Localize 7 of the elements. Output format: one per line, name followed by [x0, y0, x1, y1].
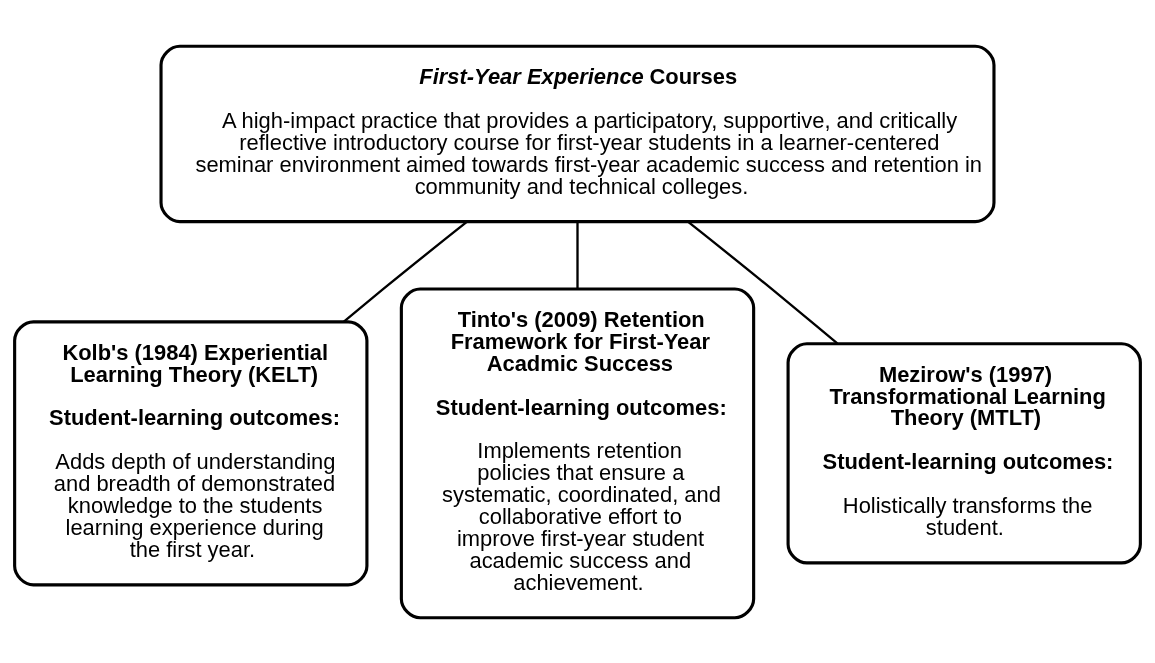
node-box: Tinto's (2009) Retention Framework for First-Year Acadmic Success Student-learning outcomes: Implements retention policies that ensure a systematic, coordinated, and collaborative effort to improve first-year student academic success and achievement.: [399, 286, 756, 619]
connector: [687, 220, 839, 344]
connector: [576, 221, 579, 289]
connector: [343, 220, 468, 322]
node-box: Kolb's (1984) Experiential Learning Theory (KELT) Student-learning outcomes: Adds depth of understanding and breadth of demonstrated knowledge to the students learning experience during the first year.: [13, 319, 369, 586]
node-box: Mezirow's (1997) Transformational Learning Theory (MTLT) Student-learning outcomes: Holistically transforms the student.: [786, 341, 1142, 564]
node-box: First-Year Experience Courses A high-impact practice that provides a participatory, supportive, and critically reflective introductory course for first-year students in a learner-centered seminar environment aimed towards first-year academic success and retention in community and technical colleges.: [159, 44, 996, 223]
